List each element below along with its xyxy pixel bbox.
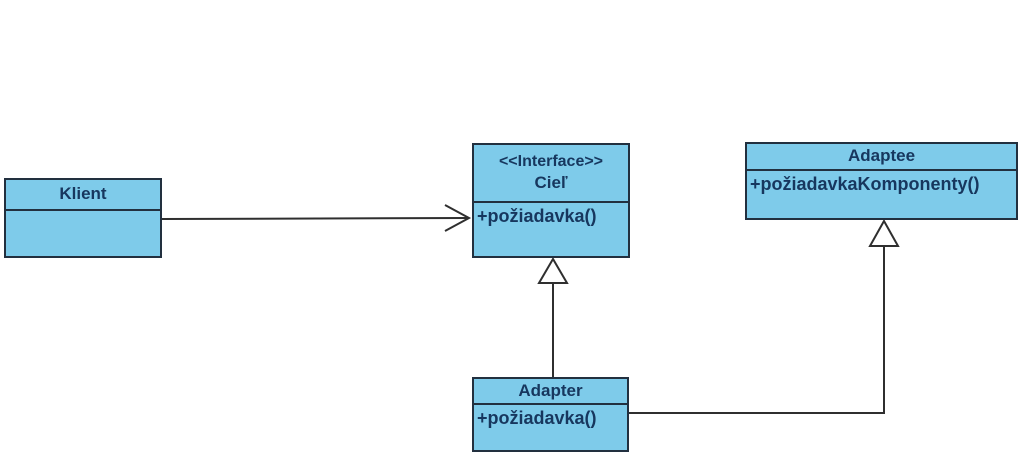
class-name-label: Klient [59, 184, 107, 204]
generalization-adapter-to-ciel [537, 257, 569, 378]
association-line [161, 217, 469, 220]
stereotype-label: <<Interface>> [498, 152, 604, 170]
method-label: +požiadavka() [477, 408, 597, 428]
method-label: +požiadavka() [477, 206, 597, 226]
class-title: <<Interface>> Cieľ [474, 145, 628, 203]
class-title: Klient [6, 180, 160, 211]
generalization-adapter-to-adaptee [629, 218, 900, 414]
class-name-label: Adaptee [847, 146, 916, 166]
open-arrowhead-icon [444, 204, 472, 232]
methods-compartment: +požiadavka() [474, 203, 628, 256]
class-klient: Klient [4, 178, 162, 258]
class-name-label: Cieľ [534, 173, 568, 193]
class-title: Adapter [474, 379, 627, 405]
class-name-label: Adapter [518, 380, 583, 400]
association-klient-to-ciel [161, 204, 472, 232]
methods-compartment: +požiadavka() [474, 405, 627, 450]
empty-compartment [6, 211, 160, 256]
class-adapter: Adapter +požiadavka() [472, 377, 629, 452]
methods-compartment: +požiadavkaKomponenty() [747, 171, 1016, 218]
class-title: Adaptee [747, 144, 1016, 171]
class-ciel: <<Interface>> Cieľ +požiadavka() [472, 143, 630, 258]
hollow-triangle-icon [868, 218, 900, 247]
generalization-line [629, 247, 885, 414]
class-adaptee: Adaptee +požiadavkaKomponenty() [745, 142, 1018, 220]
method-label: +požiadavkaKomponenty() [750, 174, 980, 194]
hollow-triangle-icon [537, 257, 569, 284]
